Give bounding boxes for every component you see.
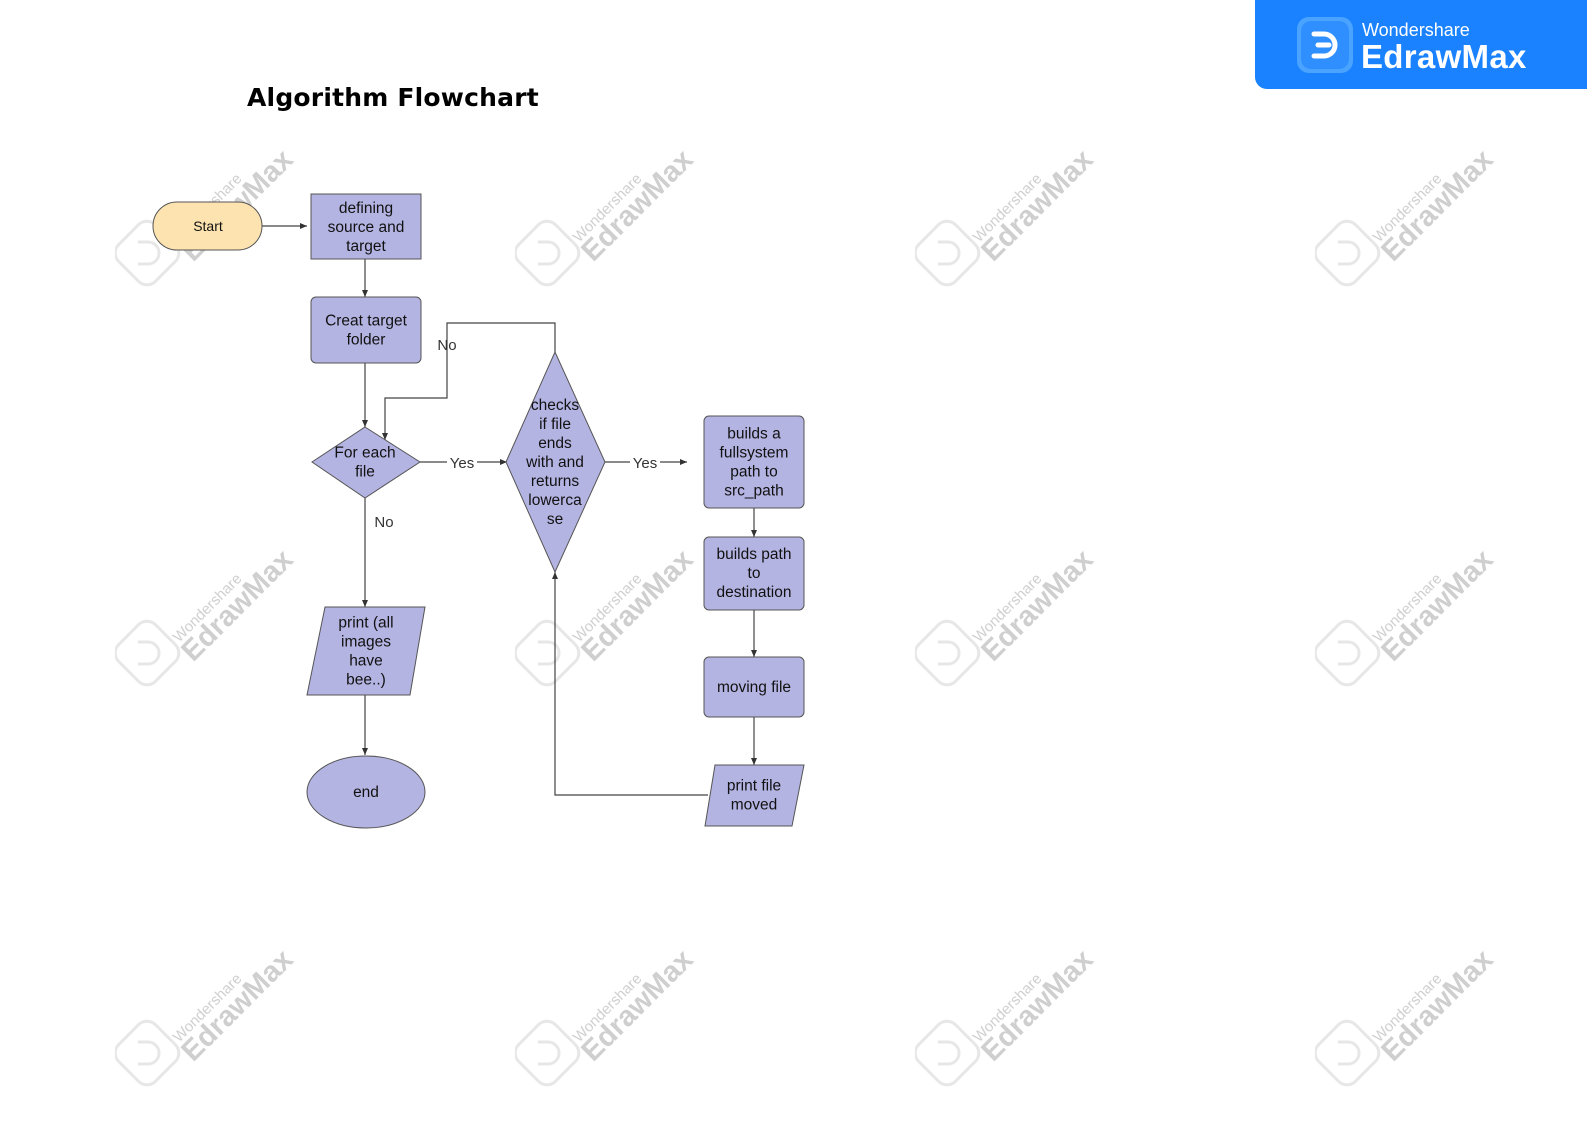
edge-printmoved-checks xyxy=(552,572,708,796)
node-printmoved-label: print file xyxy=(727,778,781,795)
node-checks-label: lowerca xyxy=(528,492,582,509)
node-foreach-shape xyxy=(311,426,421,499)
node-printall-label: images xyxy=(341,634,391,651)
node-printall-label: bee..) xyxy=(346,672,386,689)
edge-label-yes-1: Yes xyxy=(450,455,474,472)
page-title: Algorithm Flowchart xyxy=(247,83,539,112)
node-end-shape xyxy=(306,755,426,829)
node-buildsdest-label: to xyxy=(748,565,761,582)
brand-product: EdrawMax xyxy=(1361,38,1527,75)
node-define-shape xyxy=(310,193,422,260)
node-buildsfull-label: builds a xyxy=(727,426,781,443)
node-checks-label: if file xyxy=(539,416,571,433)
node-define-label: source and xyxy=(328,219,405,236)
node-end-label: end xyxy=(353,784,379,801)
node-create-shape xyxy=(310,296,422,364)
node-checks-label: ends xyxy=(538,435,572,452)
node-create-label: folder xyxy=(347,332,386,349)
node-buildsfull-shape xyxy=(703,415,805,509)
node-checks-shape xyxy=(505,350,606,574)
edrawmax-logo-icon xyxy=(1297,17,1353,73)
node-buildsdest-shape xyxy=(703,536,805,611)
edge-label-no-loop: No xyxy=(437,337,456,354)
node-buildsfull-label: src_path xyxy=(724,483,783,500)
node-define-label: target xyxy=(346,238,386,255)
node-checks-label: with and xyxy=(525,454,584,471)
node-printall-label: have xyxy=(349,653,383,670)
node-moving-label: moving file xyxy=(717,679,791,696)
edge-label-yes-2: Yes xyxy=(633,455,657,472)
node-checks-label: se xyxy=(547,511,563,528)
edge-label-no-down: No xyxy=(374,514,393,531)
node-buildsdest-label: builds path xyxy=(717,546,792,563)
edge-checks-foreach-loop xyxy=(382,322,556,440)
node-buildsfull-label: path to xyxy=(730,464,777,481)
node-printall-shape xyxy=(306,606,426,696)
node-create-label: Creat target xyxy=(325,313,408,330)
brand-banner: Wondershare EdrawMax xyxy=(1255,0,1587,89)
node-checks-label: checks xyxy=(531,397,579,414)
node-define-label: defining xyxy=(339,200,393,217)
node-checks-label: returns xyxy=(531,473,579,490)
node-foreach-label: For each xyxy=(334,445,395,462)
brand-company: Wondershare xyxy=(1362,20,1470,40)
node-moving-shape xyxy=(703,656,805,718)
node-buildsdest-label: destination xyxy=(717,584,792,601)
node-buildsfull-label: fullsystem xyxy=(720,445,789,462)
node-foreach-label: file xyxy=(355,464,375,481)
node-printmoved-label: moved xyxy=(731,797,778,814)
node-start-shape xyxy=(152,201,263,251)
node-printmoved-shape xyxy=(704,764,805,827)
node-start-label: Start xyxy=(193,218,223,234)
node-printall-label: print (all xyxy=(338,615,393,632)
